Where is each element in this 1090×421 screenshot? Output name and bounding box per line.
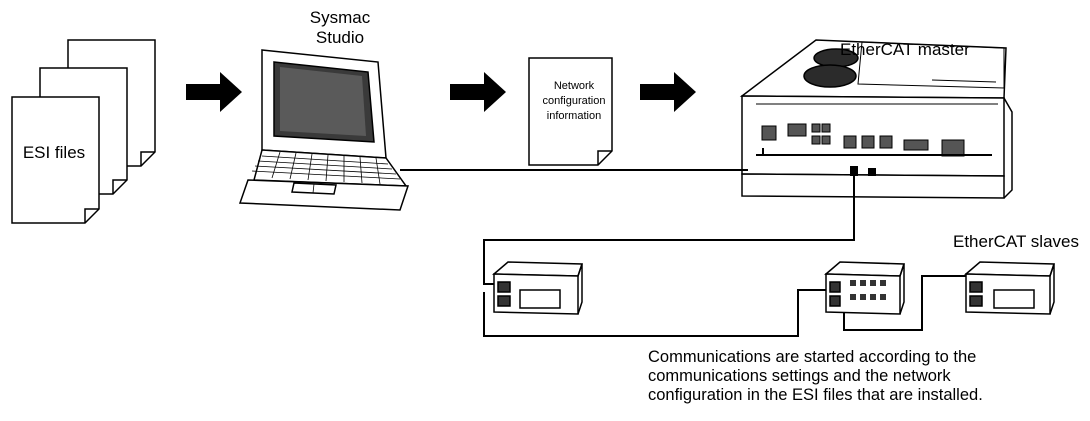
right-arrow-icon <box>450 72 506 112</box>
sysmac-studio-label: Sysmac Studio <box>285 8 395 48</box>
right-arrow-icon <box>186 72 242 112</box>
sysmac-studio-label-line: Sysmac <box>309 8 371 27</box>
esi-document-stack-icon <box>11 39 156 224</box>
network-config-label-line: Network <box>553 80 595 92</box>
note-line: communications settings and the network <box>648 367 951 385</box>
ethercat-slave-unit-icon <box>824 261 906 315</box>
sysmac-studio-label-line: Studio <box>315 28 365 47</box>
network-config-document-icon <box>528 57 613 166</box>
ethercat-slave-unit-icon <box>964 261 1056 315</box>
network-configuration-label: Network configuration information <box>528 79 620 124</box>
ethercat-slaves-label: EtherCAT slaves <box>953 232 1079 251</box>
laptop-icon <box>238 49 410 211</box>
network-config-label-line: configuration <box>542 95 606 107</box>
note-line: Communications are started according to … <box>648 348 977 366</box>
ethercat-master-label: EtherCAT master <box>840 40 970 59</box>
network-config-label-line: information <box>546 110 602 122</box>
esi-files-label: ESI files <box>22 143 86 162</box>
ethercat-slave-unit-icon <box>492 261 584 315</box>
communications-note: Communications are started according to … <box>648 348 1088 405</box>
note-line: configuration in the ESI files that are … <box>648 386 983 404</box>
network-cables <box>400 169 966 337</box>
ethercat-master-controller-icon <box>739 39 1013 199</box>
right-arrow-icon <box>640 72 696 112</box>
